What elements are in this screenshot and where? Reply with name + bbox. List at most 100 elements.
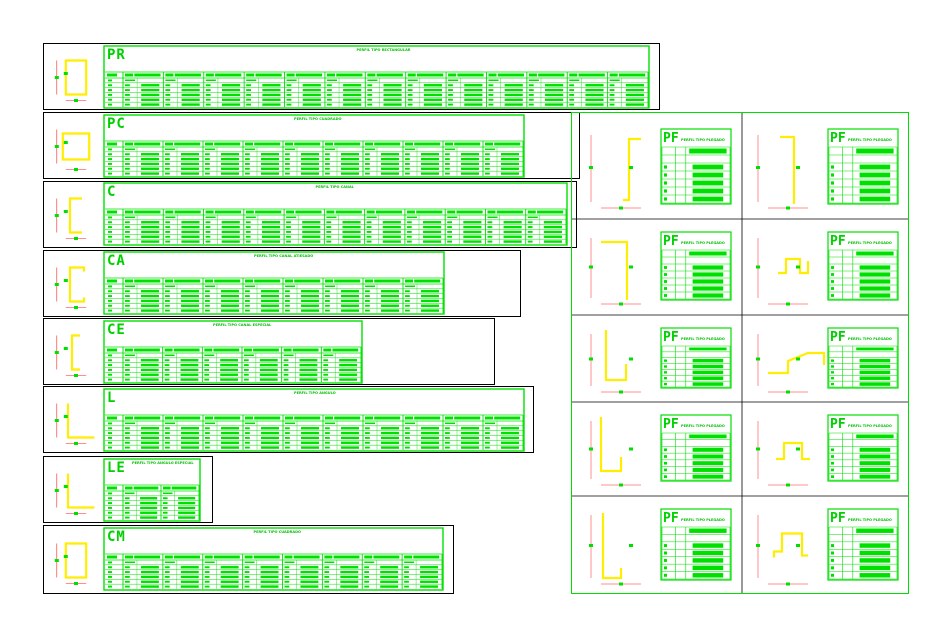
- table-frame: [103, 320, 363, 384]
- pf-spec-table: [828, 432, 898, 481]
- pf-table-frame: [827, 231, 899, 301]
- pf-title: PERFIL TIPO PLEGADO: [848, 518, 892, 522]
- pf-section-drawing: [589, 417, 641, 487]
- spec-table: [105, 140, 524, 176]
- pf-code: PF: [663, 234, 679, 249]
- profile-title: PERFIL TIPO CANAL: [315, 185, 354, 189]
- pf-title: PERFIL TIPO PLEGADO: [681, 518, 725, 522]
- pf-section-drawing: [589, 238, 641, 306]
- pf-spec-table: [828, 345, 898, 388]
- profile-title: PERFIL TIPO CANAL ATIESADO: [254, 254, 314, 258]
- pf-spec-table: [661, 146, 731, 204]
- pf-code: PF: [830, 511, 846, 526]
- pf-drawing: [756, 231, 899, 306]
- pf-section-drawing: [756, 515, 808, 586]
- profile-code: CE: [107, 322, 126, 338]
- spec-table: [105, 277, 444, 313]
- pf-code: PF: [663, 330, 679, 345]
- table-frame: [103, 458, 201, 522]
- profile-title: PERFIL TIPO ANGULO ESPECIAL: [132, 461, 194, 465]
- pf-spec-table: [828, 146, 898, 204]
- profile-title: PERFIL TIPO RECTANGULAR: [356, 48, 411, 52]
- pf-section-drawing: [756, 421, 810, 487]
- panel-drawing: [54, 182, 568, 246]
- pf-drawing: [589, 327, 732, 394]
- profile-panel-pr: PR PERFIL TIPO RECTANGULAR: [43, 43, 660, 110]
- spec-table: [105, 553, 443, 589]
- pf-code: PF: [663, 511, 679, 526]
- profile-panel-ca: CA PERFIL TIPO CANAL ATIESADO: [43, 250, 521, 317]
- profile-section-drawing: [54, 59, 88, 102]
- pf-section-drawing: [756, 238, 810, 306]
- profile-section-drawing: [54, 197, 87, 240]
- profile-section-drawing: [54, 266, 87, 309]
- pf-title: PERFIL TIPO PLEGADO: [681, 337, 725, 341]
- spec-table: [105, 346, 362, 382]
- table-frame: [103, 182, 568, 246]
- pf-title: PERFIL TIPO PLEGADO: [848, 424, 892, 428]
- profile-code: CA: [107, 253, 126, 269]
- panel-drawing: [54, 388, 525, 452]
- profile-section-drawing: [54, 403, 95, 445]
- profile-title: PERFIL TIPO ANGULO: [294, 391, 336, 395]
- pf-spec-table: [661, 432, 731, 481]
- pf-spec-table: [661, 345, 731, 388]
- table-frame: [103, 45, 650, 109]
- profile-section-drawing: [54, 334, 87, 377]
- profile-panel-l: L PERFIL TIPO ANGULO: [43, 386, 534, 453]
- pf-title: PERFIL TIPO PLEGADO: [681, 138, 725, 142]
- pf-title: PERFIL TIPO PLEGADO: [681, 241, 725, 245]
- pf-spec-table: [661, 526, 731, 580]
- spec-table: [105, 71, 649, 107]
- profile-panel-ce: CE PERFIL TIPO CANAL ESPECIAL: [43, 318, 495, 385]
- pf-drawing: [756, 508, 899, 586]
- pf-code: PF: [830, 330, 846, 345]
- profile-code: PC: [107, 116, 126, 132]
- pf-table-frame: [660, 508, 732, 581]
- pf-title: PERFIL TIPO PLEGADO: [848, 138, 892, 142]
- pf-section-drawing: [589, 513, 641, 586]
- pf-title: PERFIL TIPO PLEGADO: [681, 424, 725, 428]
- pf-spec-table: [828, 526, 898, 580]
- profile-section-drawing: [54, 473, 95, 515]
- pf-table-frame: [660, 327, 732, 389]
- pf-table-frame: [660, 231, 732, 301]
- profile-code: PR: [107, 47, 126, 63]
- spec-table: [105, 484, 200, 520]
- profile-title: PERFIL TIPO CUADRADO: [294, 117, 342, 121]
- table-frame: [103, 388, 525, 452]
- profile-panel-pc: PC PERFIL TIPO CUADRADO: [43, 112, 580, 179]
- profile-panel-c: C PERFIL TIPO CANAL: [43, 181, 577, 248]
- profile-title: PERFIL TIPO CUADRADO: [253, 530, 301, 534]
- spec-table: [105, 208, 567, 244]
- pf-title: PERFIL TIPO PLEGADO: [848, 241, 892, 245]
- pf-drawing: [756, 327, 899, 394]
- profile-code: LE: [107, 460, 126, 476]
- pf-table-frame: [827, 128, 899, 205]
- pf-table-frame: [660, 414, 732, 482]
- profile-title: PERFIL TIPO CANAL ESPECIAL: [213, 323, 272, 327]
- profile-code: C: [107, 184, 117, 200]
- table-frame: [103, 527, 444, 591]
- panel-drawing: [54, 320, 363, 384]
- pf-table-frame: [827, 508, 899, 581]
- pf-table-frame: [660, 128, 732, 205]
- pf-drawing: [589, 128, 732, 210]
- pf-title: PERFIL TIPO PLEGADO: [848, 337, 892, 341]
- panel-drawing: [54, 251, 445, 315]
- pf-drawing: [589, 231, 732, 306]
- pf-section-drawing: [756, 334, 826, 394]
- profile-code: L: [107, 390, 117, 406]
- pf-section-drawing: [756, 135, 808, 210]
- panel-drawing: [54, 458, 201, 522]
